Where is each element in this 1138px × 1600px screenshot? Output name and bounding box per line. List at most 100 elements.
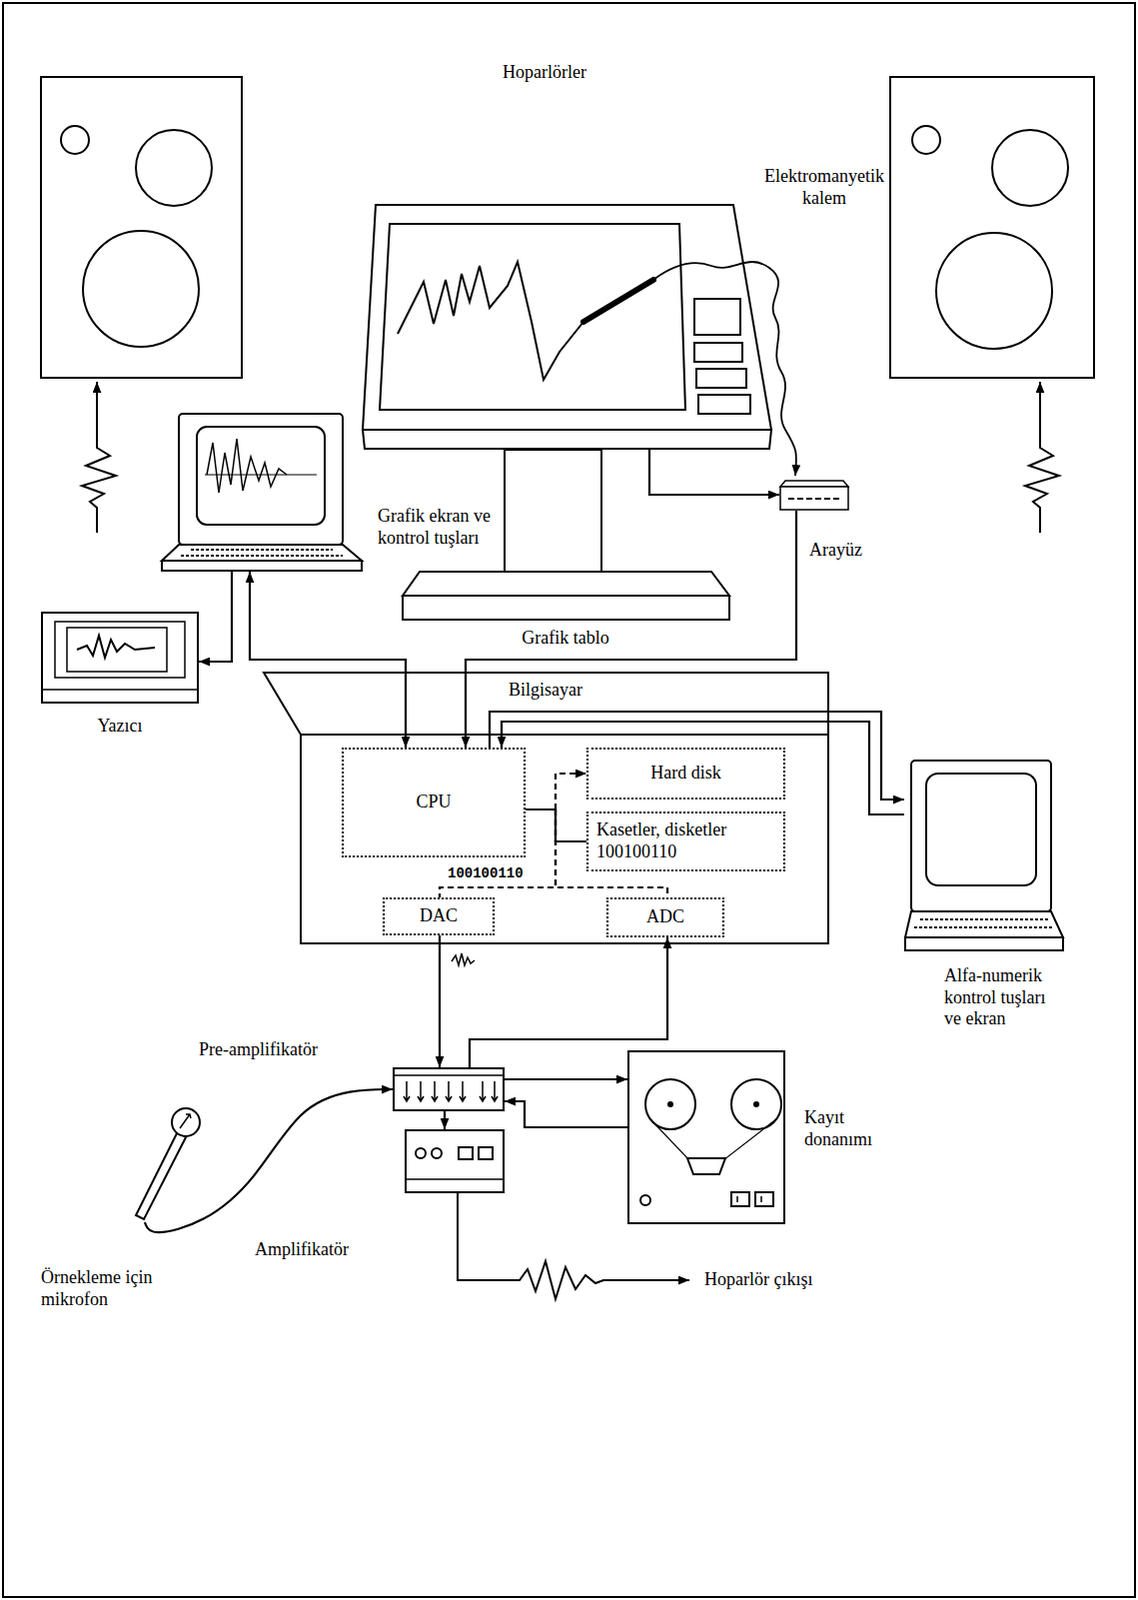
connector xyxy=(443,1111,446,1130)
box-label: CPU xyxy=(415,791,451,814)
connector xyxy=(249,571,406,748)
connector xyxy=(438,935,441,1068)
speaker-right xyxy=(890,76,1095,378)
signal-arrow xyxy=(81,381,116,533)
tape-recorder-outline-part xyxy=(649,1118,778,1160)
alphanumeric-terminal: Alfa-numerik kontrol tuşları ve ekran xyxy=(904,759,1065,952)
preamplifier-outline-part xyxy=(459,1081,466,1102)
computer-housing-outline-part xyxy=(263,672,829,735)
microphone-outline xyxy=(127,1104,200,1222)
box-label: ADC xyxy=(646,906,685,929)
graphics-tablet-outline-part xyxy=(694,298,741,335)
connector xyxy=(439,809,556,898)
alphanumeric-terminal-outline-part xyxy=(926,773,1037,886)
printer: Yazıcı xyxy=(40,611,199,704)
tape-recorder-outline-part xyxy=(753,1101,760,1108)
interface-box-outline-part xyxy=(780,486,849,510)
tape-recorder-outline-part xyxy=(731,1191,750,1206)
graphics-tablet-outline-part xyxy=(379,223,686,410)
box-label: 100100110 xyxy=(596,841,677,864)
connector xyxy=(144,1089,393,1232)
box-label: Hard disk xyxy=(650,762,722,785)
graphics-tablet-outline-part xyxy=(362,204,772,430)
preamplifier-outline-part xyxy=(403,1081,410,1102)
graphics-terminal-outline-part xyxy=(206,438,287,493)
speaker-left-part xyxy=(40,76,242,378)
tape-recorder-outline-part xyxy=(731,1079,782,1130)
device-label: Kayıt donanımı xyxy=(804,1107,885,1150)
amplifier-outline xyxy=(404,1129,505,1193)
graphics-terminal-outline-part xyxy=(161,544,362,561)
microphone-outline-part xyxy=(179,1114,191,1129)
printer-outline-part xyxy=(54,621,185,678)
pen-cable xyxy=(653,261,797,476)
microphone: Örnekleme için mikrofon xyxy=(127,1104,200,1222)
amplifier-outline-part xyxy=(478,1146,493,1159)
amplifier-outline-part xyxy=(405,1130,504,1192)
speaker-right-part xyxy=(912,125,941,154)
tablet-stand-part xyxy=(504,449,602,572)
storage-box: Kasetler, disketler100100110 xyxy=(586,811,786,872)
tape-recorder: Kayıt donanımı xyxy=(627,1050,786,1224)
storage-box: Hard disk xyxy=(586,747,786,800)
graphics-tablet-outline-part xyxy=(362,429,772,449)
device-label: Yazıcı xyxy=(96,715,142,738)
connector xyxy=(504,1101,628,1128)
tape-recorder-outline-part xyxy=(755,1191,774,1206)
converter-box: DAC xyxy=(382,897,495,936)
device-label: Grafik tablo xyxy=(521,627,609,650)
device-label: Amplifikatör xyxy=(254,1238,349,1261)
amplifier-outline-part xyxy=(431,1147,442,1158)
preamplifier-outline-part xyxy=(417,1081,424,1102)
alphanumeric-terminal-outline-part xyxy=(905,911,1064,938)
alphanumeric-terminal-outline-part xyxy=(911,760,1052,912)
amplifier-outline-part xyxy=(415,1147,426,1158)
title-label: Hoparlörler xyxy=(502,61,587,84)
alphanumeric-terminal-outline-part xyxy=(905,937,1064,951)
connector xyxy=(198,571,232,662)
interface-box-outline xyxy=(779,479,850,511)
connector xyxy=(469,937,668,1068)
preamplifier-outline-part xyxy=(393,1074,504,1077)
tape-recorder-outline-part xyxy=(667,1101,674,1108)
preamplifier: Pre-amplifikatör xyxy=(392,1067,505,1112)
graphics-tablet-outline-part xyxy=(583,279,654,322)
graphics-terminal-outline-part xyxy=(190,548,333,551)
connector xyxy=(525,773,587,810)
connector xyxy=(504,1078,628,1081)
tape-recorder-outline-part xyxy=(628,1051,785,1223)
preamplifier-outline-part xyxy=(491,1081,498,1102)
graphics-terminal-outline xyxy=(160,412,363,572)
device-label: Bilgisayar xyxy=(508,679,583,702)
box-label: DAC xyxy=(419,905,458,928)
microphone-outline-part xyxy=(135,1131,186,1219)
part-label: Elektromanyetik kalem xyxy=(758,165,891,209)
amplifier-outline-part xyxy=(458,1146,473,1159)
tablet-stand-part xyxy=(402,571,730,596)
tape-recorder-outline-part xyxy=(640,1194,651,1205)
speaker-left-part xyxy=(60,125,89,154)
speaker-left-part xyxy=(135,129,212,206)
alphanumeric-terminal-outline xyxy=(904,759,1065,952)
bus-data-label: 100100110 xyxy=(447,865,524,883)
graphics-terminal-outline-part xyxy=(161,560,362,571)
output-label: Hoparlör çıkışı xyxy=(704,1268,813,1291)
preamplifier-outline xyxy=(392,1067,505,1112)
printer-outline-part xyxy=(41,688,198,691)
device-label: Örnekleme için mikrofon xyxy=(40,1266,161,1310)
speaker-left-part xyxy=(82,230,199,347)
graphics-tablet-outline-part xyxy=(694,342,743,362)
preamplifier-outline-part xyxy=(431,1081,438,1102)
graphics-terminal-outline-part xyxy=(178,413,343,545)
interface-box: Arayüz xyxy=(779,479,850,511)
microphone-outline-part xyxy=(171,1108,200,1137)
speaker-right-part xyxy=(992,129,1069,206)
interface-box-outline-part xyxy=(788,497,841,500)
graphics-tablet-outline xyxy=(361,203,773,450)
speaker-right-part xyxy=(936,232,1053,349)
alphanumeric-terminal-outline-part xyxy=(920,918,1049,921)
converter-box: ADC xyxy=(606,897,725,938)
tape-recorder-outline-part xyxy=(736,1195,739,1202)
